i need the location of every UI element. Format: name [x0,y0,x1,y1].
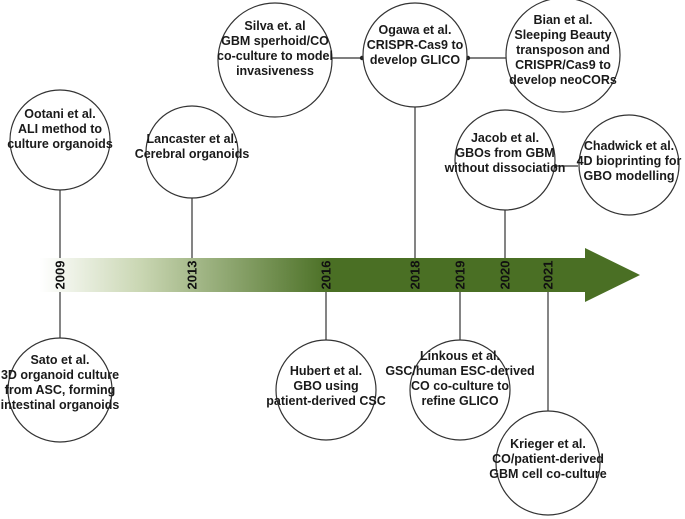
event-line: ALI method to [18,122,102,136]
event-line: patient-derived CSC [266,394,385,408]
event-line: GBO using [293,379,358,393]
event-line: GBOs from GBM [455,146,554,160]
year-label-2019: 2019 [453,261,468,290]
event-line: Jacob et al. [471,131,539,145]
circle-sato [7,337,113,443]
event-line: CO/patient-derived [492,452,604,466]
circle-ootani [9,89,111,191]
event-line: Cerebral organoids [135,147,250,161]
event-line: Linkous et al. [420,349,500,363]
event-line: Sato et al. [30,353,89,367]
connectors [59,57,578,413]
event-line: CRISPR-Cas9 to [367,38,464,52]
event-line: from ASC, forming [5,383,116,397]
event-line: Bian et al. [533,13,592,27]
event-line: invasiveness [236,64,314,78]
event-text-lancaster: Lancaster et al.Cerebral organoids [135,132,250,161]
event-line: Ogawa et al. [379,23,452,37]
event-circles [7,0,680,516]
year-label-2018: 2018 [408,261,423,290]
event-line: intestinal organoids [1,398,120,412]
event-line: GBO modelling [584,169,675,183]
event-line: co-culture to model [217,49,333,63]
year-label-2013: 2013 [185,261,200,290]
event-line: transposon and [516,43,610,57]
event-line: Krieger et al. [510,437,586,451]
year-label-2016: 2016 [319,261,334,290]
circle-jacob [454,109,556,211]
circle-krieger [495,410,601,516]
event-line: 4D bioprinting for [577,154,682,168]
event-line: Chadwick et al. [584,139,674,153]
event-line: CO co-culture to [411,379,509,393]
year-label-2021: 2021 [541,261,556,290]
circle-linkous [409,339,511,441]
circle-ogawa [362,2,468,108]
year-label-2009: 2009 [53,261,68,290]
circle-chadwick [578,114,680,216]
event-line: GBM cell co-culture [489,467,606,481]
year-label-2020: 2020 [498,261,513,290]
event-line: refine GLICO [421,394,498,408]
timeline-arrow [40,248,640,302]
event-line: 3D organoid culture [1,368,119,382]
event-line: Silva et. al [244,19,305,33]
year-labels: 2009 2013 2016 2018 2019 2020 2021 [53,261,556,290]
event-line: GBM sperhoid/CO [221,34,329,48]
event-line: Lancaster et al. [146,132,237,146]
event-line: develop GLICO [370,53,461,67]
circle-silva [217,2,333,118]
event-line: Hubert et al. [290,364,362,378]
event-line: develop neoCORs [509,73,617,87]
event-line: without dissociation [444,161,566,175]
circle-lancaster [145,105,239,199]
event-line: culture organoids [7,137,113,151]
circle-hubert [275,339,377,441]
event-line: CRISPR/Cas9 to [515,58,611,72]
event-line: Sleeping Beauty [514,28,611,42]
circle-bian [505,0,621,113]
event-line: GSC/human ESC-derived [385,364,534,378]
event-line: Ootani et al. [24,107,96,121]
